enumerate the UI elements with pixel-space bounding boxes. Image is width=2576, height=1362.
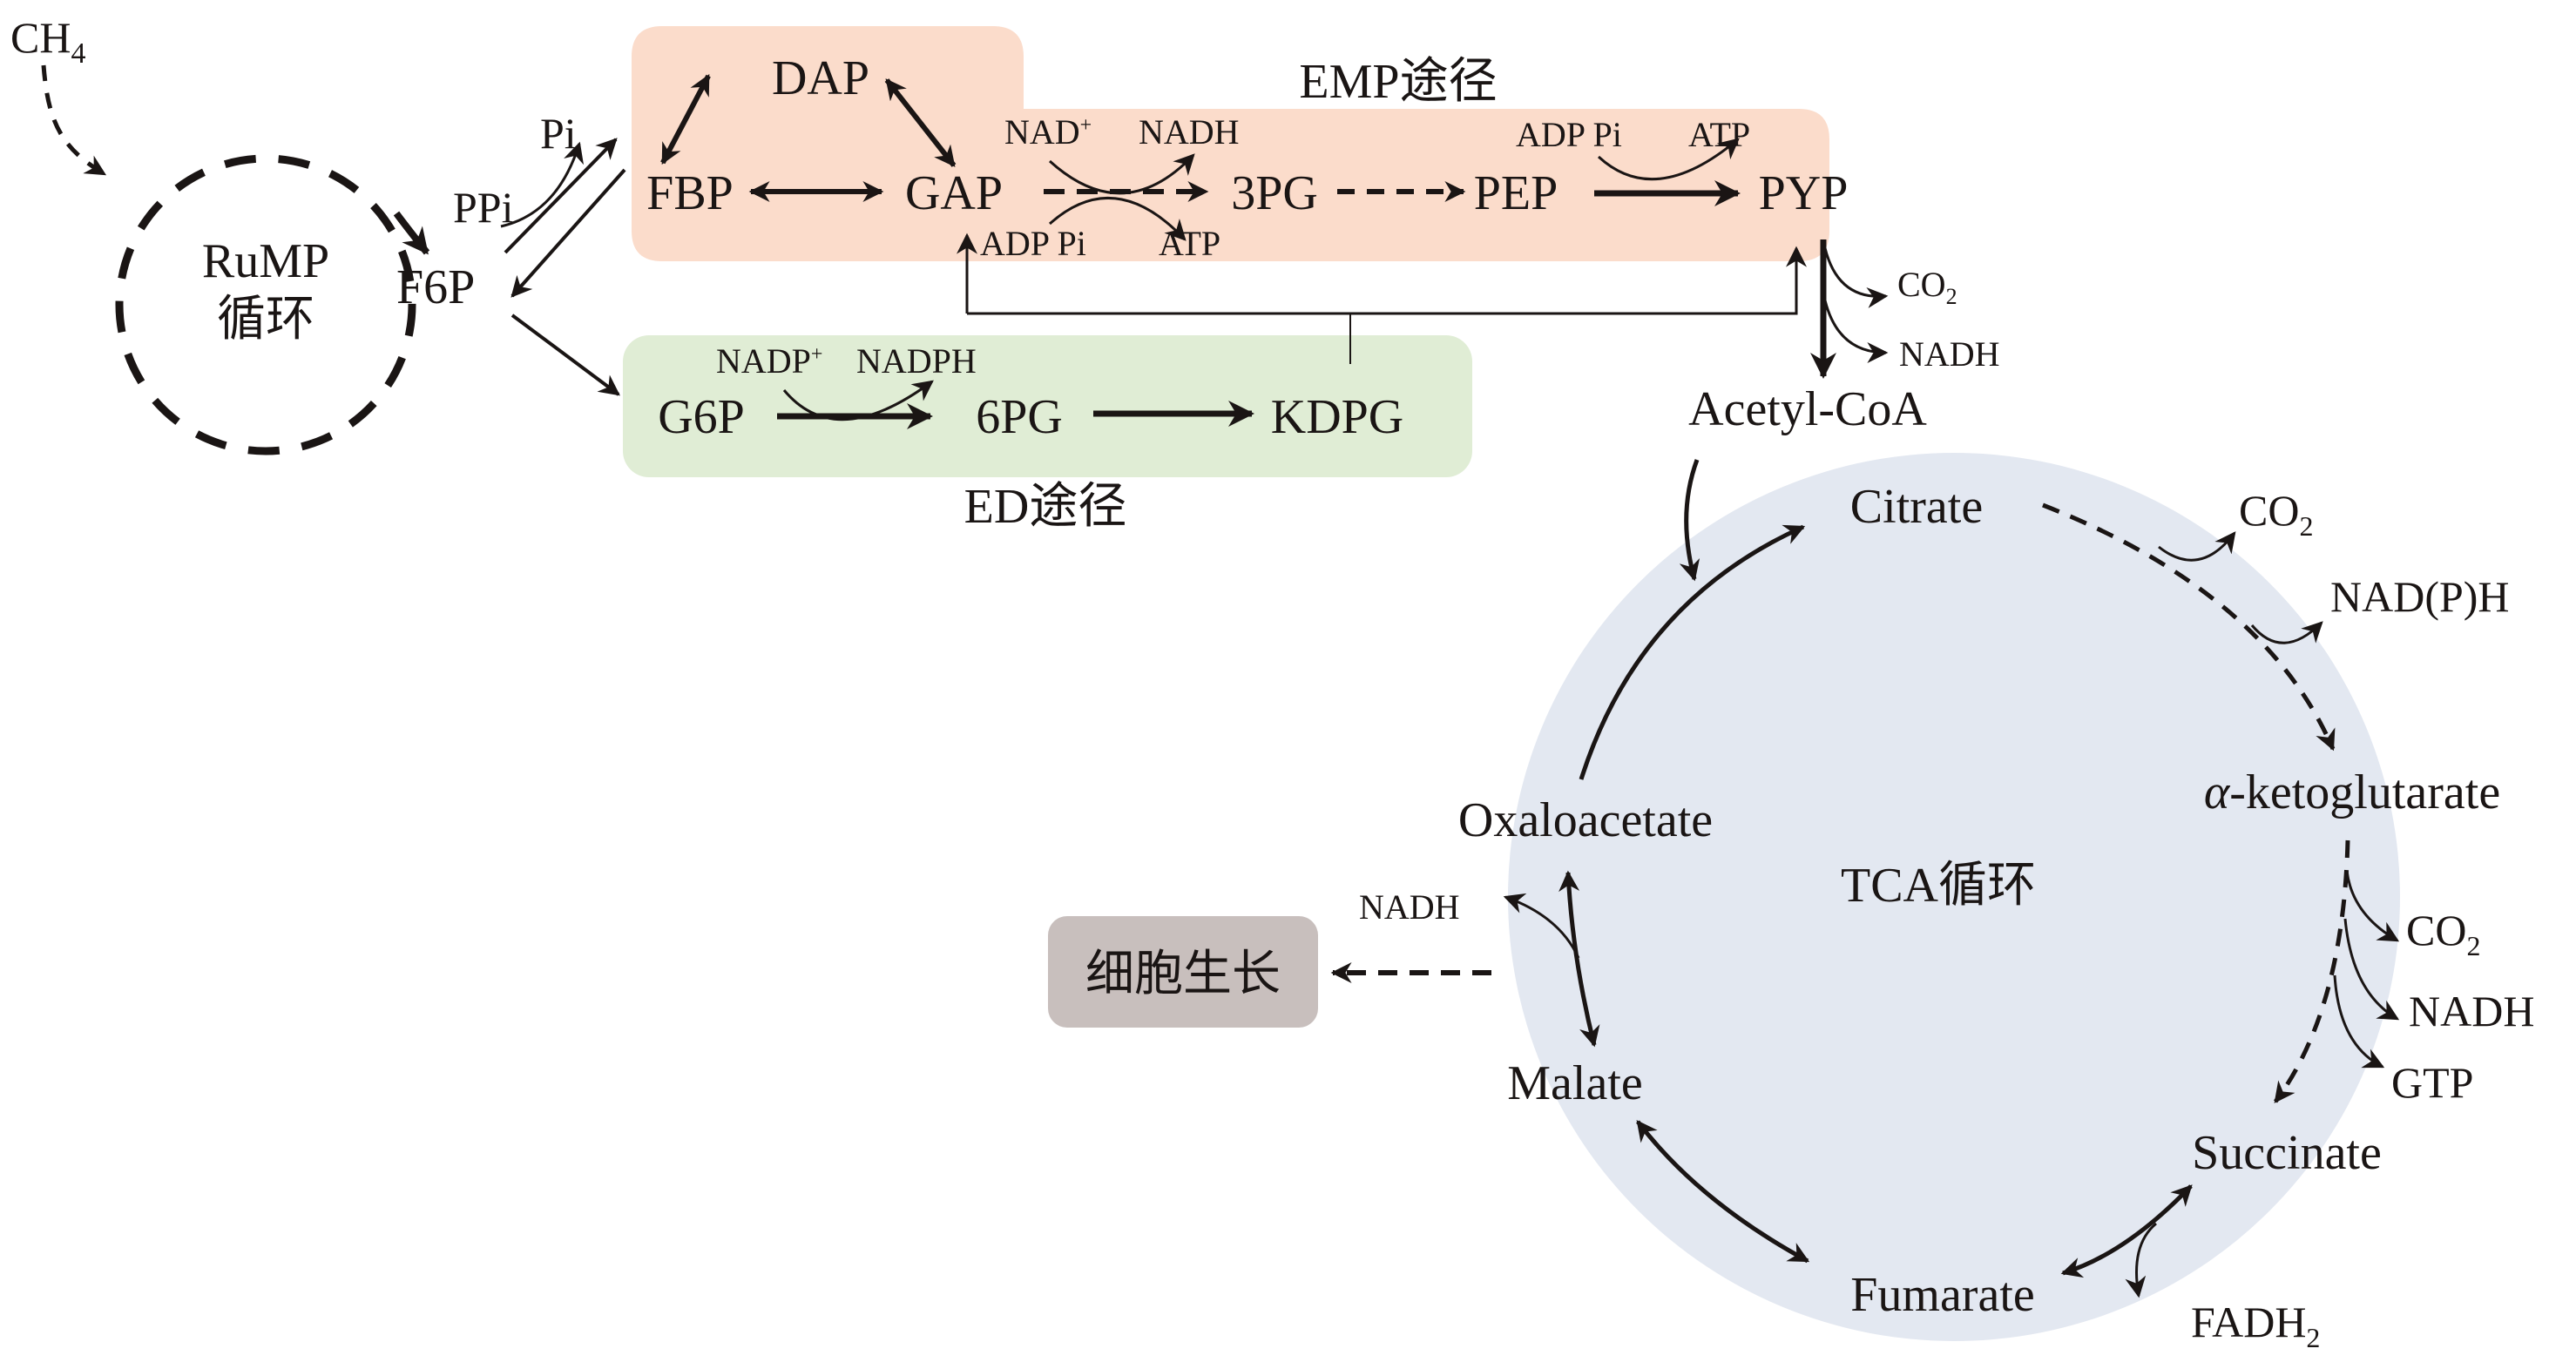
nadh-label-malate: NADH [1359, 887, 1460, 927]
malate-oxaloacetate-arrow [1558, 870, 1600, 1048]
f6p-to-fbp-arrow [504, 138, 618, 254]
tca-cycle-title: TCA循环 [1841, 859, 2036, 913]
ppi-to-pi-arrow [500, 141, 585, 228]
nadph-label: NAD(P)H [2330, 572, 2510, 621]
node-fbp: FBP [646, 166, 734, 220]
nad-label: NAD+ [1004, 112, 1092, 152]
node-pep: PEP [1474, 166, 1558, 220]
co2-label-pdh: CO2 [1897, 265, 1957, 309]
kdpg-split-connector [957, 233, 1807, 364]
nadh-release-arrow-2 [2343, 918, 2400, 1021]
nadph-label: NADPH [856, 341, 977, 381]
rump-cycle: CH4 RuMP 循环 F6P PPi Pi [10, 13, 577, 455]
nadh-release-arrow [1823, 300, 1889, 363]
f6p-to-g6p-arrow [510, 314, 620, 396]
node-6pg: 6PG [976, 390, 1063, 444]
atp-label-1: ATP [1159, 224, 1220, 263]
gtp-label: GTP [2391, 1058, 2473, 1107]
co2-label-1: CO2 [2239, 486, 2313, 542]
node-alpha-ketoglutarate: α-ketoglutarate [2204, 765, 2500, 819]
node-pyp: PYP [1759, 166, 1849, 220]
tca-cycle-region [1508, 453, 2400, 1341]
akg-to-succinate-arrow [2273, 839, 2350, 1103]
node-oxaloacetate: Oxaloacetate [1458, 793, 1713, 847]
fadh2-release-arrow [2125, 1222, 2157, 1298]
adp-to-atp-arrow [1049, 197, 1187, 241]
rump-cycle-ring [115, 154, 416, 455]
nadh-label: NADH [1139, 112, 1240, 152]
co2-release-arrow-1 [2158, 531, 2236, 562]
ch4-input-arrow [41, 64, 107, 177]
rump-cycle-label-cn: 循环 [217, 291, 314, 347]
node-kdpg: KDPG [1271, 390, 1403, 444]
oxaloacetate-to-citrate-arrow [1579, 524, 1806, 780]
pi-label: Pi [540, 109, 577, 158]
gtp-release-arrow [2333, 974, 2385, 1069]
node-acetyl-coa: Acetyl-CoA [1688, 382, 1927, 436]
fumarate-malate-arrow [1636, 1120, 1810, 1264]
citrate-to-akg-arrow [2042, 502, 2336, 752]
nadh-label-2: NADH [2409, 987, 2534, 1035]
co2-release-arrow-2 [2345, 870, 2400, 942]
atp-label-2: ATP [1688, 115, 1750, 154]
emp-pathway: EMP途径 DAP FBP GAP 3PG PEP PYP NAD+ NADH … [646, 51, 1848, 263]
node-succinate: Succinate [2192, 1126, 2382, 1180]
ed-pathway-title: ED途径 [964, 480, 1127, 534]
acetylcoa-into-tca-arrow [1679, 459, 1700, 582]
node-3pg: 3PG [1231, 166, 1318, 220]
dap-gap-arrow [884, 78, 957, 167]
adp-pi-label-1: ADP Pi [980, 224, 1086, 263]
adp-to-atp-arrow-2 [1597, 138, 1740, 181]
fadh2-label: FADH2 [2191, 1298, 2320, 1353]
co2-label-2: CO2 [2406, 906, 2480, 961]
pyruvate-dehydrogenase-step: CO2 NADH Acetyl-CoA [1679, 239, 2000, 582]
node-fumarate: Fumarate [1850, 1268, 2034, 1322]
rump-cycle-label: RuMP [202, 234, 329, 288]
co2-release-arrow [1823, 247, 1889, 308]
node-g6p: G6P [658, 390, 745, 444]
node-malate: Malate [1507, 1056, 1642, 1110]
nadph-release-arrow [2250, 621, 2323, 644]
ppi-label: PPi [453, 183, 514, 232]
ed-pathway: ED途径 G6P 6PG KDPG NADP+ NADPH [658, 341, 1403, 534]
succinate-fumarate-arrow [2060, 1184, 2193, 1278]
nad-to-nadh-arrow [1048, 153, 1195, 195]
ed-pathway-region [623, 335, 1472, 477]
emp-pathway-title: EMP途径 [1299, 55, 1497, 109]
cell-growth-box [1048, 916, 1318, 1028]
rump-to-f6p-arrow [393, 211, 430, 255]
nadh-label-pdh: NADH [1899, 334, 2000, 374]
fbp-to-f6p-arrow [510, 168, 626, 298]
cell-growth-label: 细胞生长 [1085, 946, 1281, 1002]
fbp-dap-arrow [660, 74, 711, 165]
node-dap: DAP [772, 51, 869, 105]
nadh-release-arrow-malate [1503, 893, 1580, 959]
ch4-label: CH4 [10, 13, 85, 70]
node-gap: GAP [905, 166, 1003, 220]
node-citrate: Citrate [1850, 480, 1983, 534]
node-f6p: F6P [396, 260, 475, 314]
adp-pi-label-2: ADP Pi [1516, 115, 1622, 154]
nadp-to-nadph-arrow [782, 380, 934, 421]
nadp-label: NADP+ [716, 341, 822, 381]
tca-cycle: TCA循环 Citrate α-ketoglutarate Succinate … [1359, 480, 2534, 1353]
